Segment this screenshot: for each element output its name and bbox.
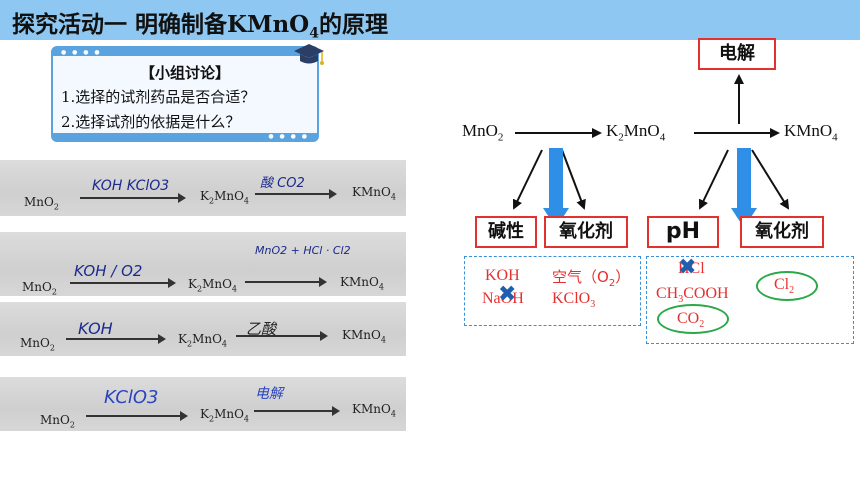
k2mno4-node: K2MnO4	[606, 121, 666, 144]
handwriting-photo-1: MnO2 KOH KClO3 K2MnO4 酸 CO2 KMnO4	[0, 160, 406, 216]
handwritten-reagent: 电解	[255, 386, 283, 402]
oxidant-box-2: 氧化剂	[740, 216, 824, 248]
blue-arrow-left	[549, 148, 563, 212]
kmno4-label: KMnO4	[342, 328, 386, 345]
discussion-heading: 【小组讨论】	[139, 64, 230, 82]
ch3cooh-label: CH3COOH	[656, 285, 729, 306]
handwriting-photo-2: MnO2 KOH / O2 K2MnO4 MnO2 + HCl · Cl2 KM…	[0, 232, 406, 296]
k2mno4-label: K2MnO4	[188, 277, 238, 294]
arrow	[70, 278, 176, 288]
mno2-label: MnO2	[22, 280, 57, 296]
arrow	[86, 411, 188, 421]
mno2-label: MnO2	[20, 336, 55, 353]
question-1: 1.选择的试剂药品是否合适？	[61, 88, 256, 106]
title-bar: 探究活动一 明确制备KMnO4的原理	[0, 0, 860, 42]
mno2-label: MnO2	[40, 413, 75, 430]
basic-box: 碱性	[475, 216, 537, 248]
reagent-box-left	[464, 256, 641, 326]
oxidant-box-1: 氧化剂	[544, 216, 628, 248]
handwritten-reagent: KOH KClO3	[92, 178, 170, 194]
arrow	[236, 331, 328, 341]
kmno4-label: KMnO4	[352, 402, 396, 419]
koh-label: KOH	[485, 267, 520, 284]
cross-mark-icon: ✖	[678, 255, 697, 280]
kmno4-node: KMnO4	[784, 121, 838, 144]
handwriting-photo-4: MnO2 KClO3 K2MnO4 电解 KMnO4	[0, 377, 406, 431]
k2mno4-label: K2MnO4	[178, 332, 228, 349]
handwritten-reagent: 乙酸	[246, 320, 277, 338]
handwriting-photo-3: MnO2 KOH K2MnO4 乙酸 KMnO4	[0, 302, 406, 356]
co2-ellipse	[657, 304, 729, 334]
air-label: 空气（O2）	[552, 268, 631, 289]
arrow-to-basic	[512, 149, 543, 210]
handwritten-reagent: MnO2 + HCl · Cl2	[255, 244, 351, 257]
k2mno4-label: K2MnO4	[200, 407, 250, 424]
ph-box: pH	[647, 216, 719, 248]
hcl-label: HCl	[678, 260, 705, 277]
electrolysis-box: 电解	[698, 38, 776, 70]
discussion-card: ● ● ● ● 【小组讨论】 1.选择的试剂药品是否合适？ 2.选择试剂的依据是…	[51, 46, 319, 142]
arrow-to-oxidant-2	[751, 149, 790, 210]
mno2-label: MnO2	[24, 195, 59, 212]
reagent-box-right	[646, 256, 854, 344]
arrow	[80, 193, 186, 203]
graduation-cap-icon	[294, 44, 324, 65]
co2-label: CO2	[677, 310, 705, 331]
kmno4-label: KMnO4	[352, 185, 396, 202]
mno2-node: MnO2	[462, 121, 504, 144]
cl2-label: Cl2	[774, 276, 795, 297]
handwritten-reagent: KOH / O2	[74, 262, 143, 280]
arrow	[245, 277, 327, 287]
handwritten-reagent: 酸 CO2	[260, 176, 305, 191]
cross-mark-icon: ✖	[498, 282, 517, 307]
arrow-to-oxidant	[561, 149, 586, 210]
arrow	[66, 334, 166, 344]
decor-dots: ● ● ● ●	[268, 133, 309, 140]
arrow	[255, 189, 337, 199]
kmno4-label: KMnO4	[340, 275, 384, 292]
arrow	[254, 406, 340, 416]
cl2-ellipse	[756, 271, 818, 301]
k2mno4-label: K2MnO4	[200, 189, 250, 206]
decor-dots: ● ● ● ●	[61, 49, 102, 56]
blue-arrow-right	[737, 148, 751, 212]
kclo3-label: KClO3	[552, 290, 596, 311]
page-title: 探究活动一 明确制备KMnO4的原理	[12, 11, 388, 42]
handwritten-reagent: KOH	[78, 319, 113, 338]
arrow-to-ph	[698, 149, 729, 210]
question-2: 2.选择试剂的依据是什么？	[61, 113, 241, 131]
naoh-label: NaOH	[482, 290, 524, 307]
handwritten-reagent: KClO3	[104, 387, 159, 408]
